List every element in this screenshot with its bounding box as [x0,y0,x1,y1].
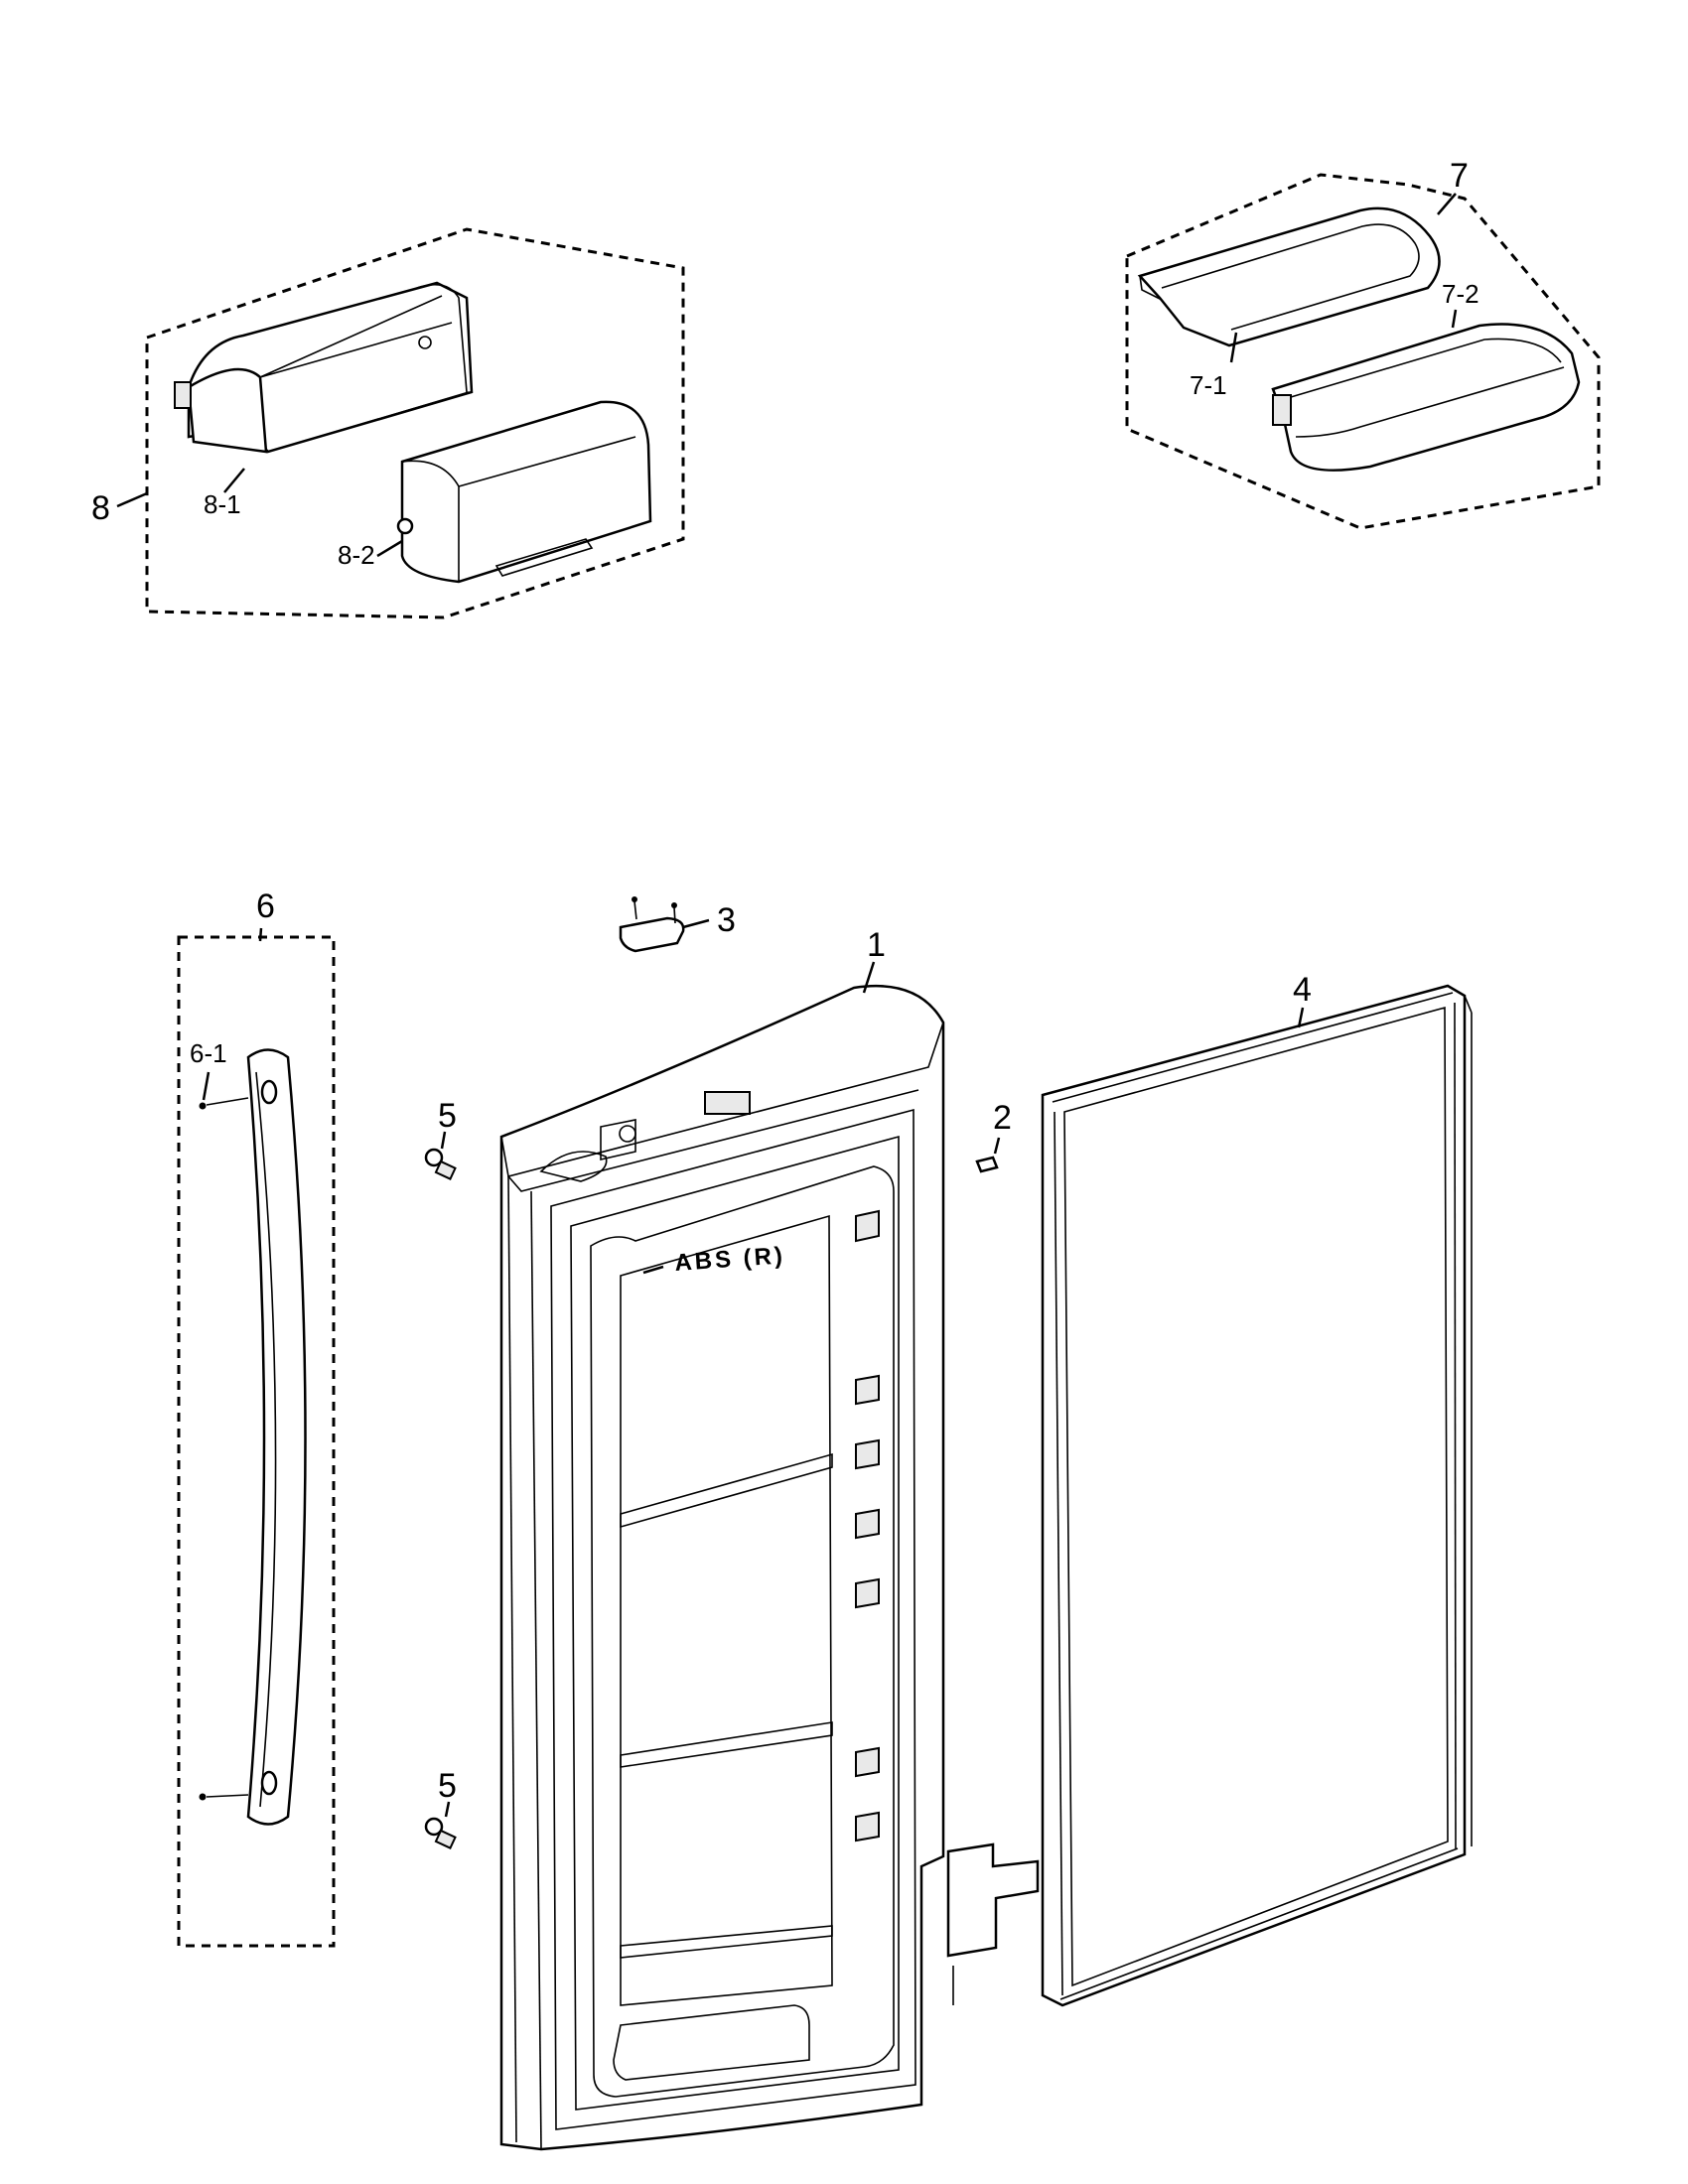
callout-label-5-upper: 5 [438,1097,457,1135]
guard-assembly-group: 7 7-1 7-2 [1125,157,1601,530]
callout-label-6-1: 6-1 [190,1038,227,1068]
callout-label-5-lower: 5 [438,1767,457,1805]
callout-label-1: 1 [867,926,886,964]
gasket-part: 4 [1041,971,1473,2007]
callout-label-4: 4 [1293,971,1312,1009]
guard-part-7-2 [1271,323,1581,472]
door-assembly-part: ABS (R) 1 [499,926,1040,2151]
guard-part-7-1 [1137,206,1441,347]
handle-assembly-group: 6 6-1 [177,887,336,1948]
handle-assembly-boundary [177,935,336,1948]
lower-hinge-block [946,1843,1040,2005]
bin-part-8-1 [174,281,474,454]
callout-label-2: 2 [993,1099,1012,1137]
handle-screw-lower [199,1793,249,1801]
callout-label-7-1: 7-1 [1190,370,1227,400]
hinge-cover-part: 3 [619,896,736,953]
bin-assembly-boundary [145,227,685,619]
callout-label-8-1: 8-1 [204,489,241,519]
callout-label-7: 7 [1450,157,1469,195]
screw-lower: 5 [424,1767,457,1849]
handle-screw-upper [199,1097,249,1110]
screw-upper: 5 [424,1097,457,1180]
bin-part-8-2 [396,400,652,584]
callout-label-6: 6 [256,887,275,925]
handle-part [246,1048,307,1826]
bin-assembly-group: 8 8-1 8-2 [91,227,685,619]
guard-assembly-boundary [1125,173,1601,530]
callout-label-3: 3 [717,901,736,939]
callout-label-8-2: 8-2 [338,540,375,570]
callout-label-8: 8 [91,489,110,527]
callout-label-7-2: 7-2 [1442,279,1479,309]
small-block-part: 2 [975,1099,1012,1173]
